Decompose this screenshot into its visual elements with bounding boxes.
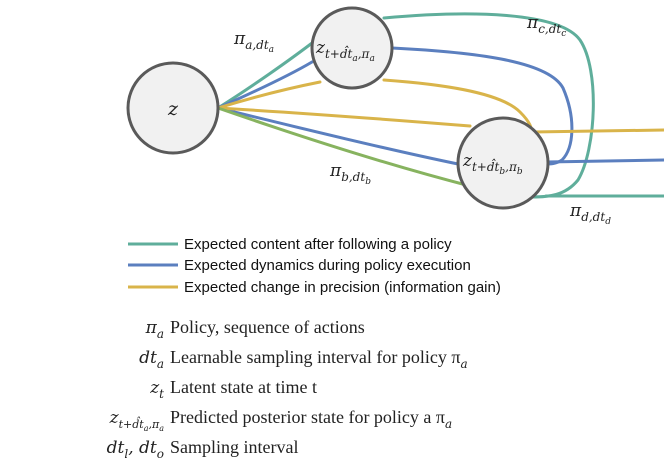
legend-item-content: Expected content after following a polic… <box>128 236 452 253</box>
definition-symbol: zt <box>149 378 164 401</box>
legend-label-content: Expected content after following a polic… <box>184 236 452 253</box>
definition-text: Predicted posterior state for policy a π… <box>170 407 452 431</box>
definition-policy: πa Policy, sequence of actions <box>145 317 365 341</box>
edge-policy-b <box>216 106 472 188</box>
definition-sampling-interval: dtl, dto Sampling interval <box>107 437 299 461</box>
node-za: zt+d̂ta,πa <box>310 6 394 90</box>
definition-text: Sampling interval <box>170 437 298 457</box>
node-z-label: z <box>167 98 179 120</box>
edge-dynamics-z-to-zb <box>216 106 460 166</box>
edges <box>216 12 664 199</box>
definition-text: Latent state at time t <box>170 377 317 397</box>
edge-label-pi-c: πc,dtc <box>526 13 566 39</box>
edge-label-pi-a: πa,dta <box>233 29 274 55</box>
legend-label-dynamics: Expected dynamics during policy executio… <box>184 257 471 274</box>
definition-symbol: πa <box>145 318 164 341</box>
definition-symbol: dtl, dto <box>107 438 164 461</box>
definitions: πa Policy, sequence of actions dta Learn… <box>107 317 468 461</box>
legend-item-dynamics: Expected dynamics during policy executio… <box>128 257 471 274</box>
node-za-label: zt+d̂ta,πa <box>315 38 375 64</box>
definition-symbol: dta <box>139 348 164 371</box>
definition-text: Policy, sequence of actions <box>170 317 365 337</box>
definition-posterior-state: zt+d̂ta,πa Predicted posterior state for… <box>109 407 453 433</box>
legend: Expected content after following a polic… <box>128 236 501 296</box>
node-z: z <box>126 61 220 155</box>
edge-precision-exit <box>530 128 664 134</box>
legend-label-precision: Expected change in precision (informatio… <box>184 279 501 296</box>
edge-content-z-to-za <box>216 38 318 110</box>
edge-dynamics-exit <box>544 158 664 164</box>
edge-content-pc-loop <box>382 12 595 199</box>
definition-sampling-interval-policy: dta Learnable sampling interval for poli… <box>139 347 468 371</box>
edge-label-pi-b: πb,dtb <box>329 161 371 187</box>
edge-precision-z-to-za <box>216 80 322 110</box>
edge-precision-z-to-zb <box>216 106 472 128</box>
definition-symbol: zt+d̂ta,πa <box>109 408 165 433</box>
node-zb-label: zt+d̂tb,πb <box>462 151 523 177</box>
node-zb: zt+d̂tb,πb <box>456 116 550 210</box>
definition-latent-state: zt Latent state at time t <box>149 377 317 401</box>
definition-text: Learnable sampling interval for policy π… <box>170 347 468 371</box>
legend-item-precision: Expected change in precision (informatio… <box>128 279 501 296</box>
edge-label-pi-d: πd,dtd <box>569 201 611 227</box>
edge-dynamics-z-to-za <box>216 60 314 110</box>
